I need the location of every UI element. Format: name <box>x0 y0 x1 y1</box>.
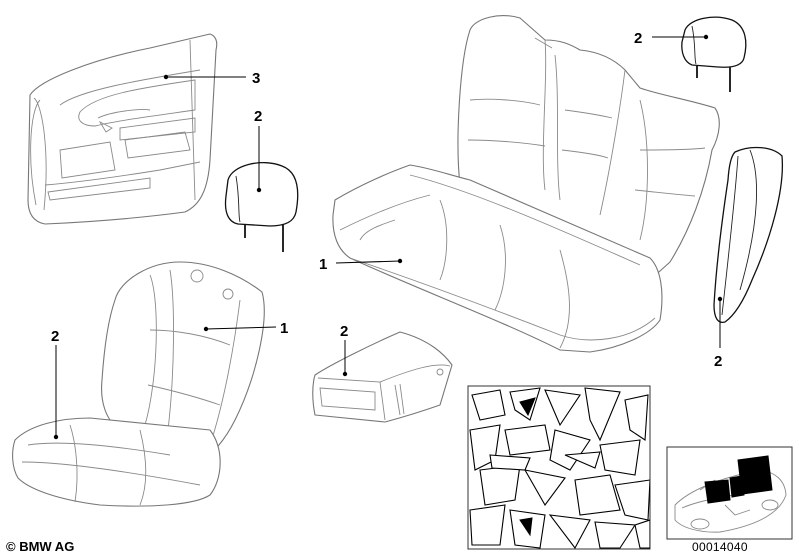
front-seat <box>12 261 265 507</box>
callout-front-seat-cushion: 2 <box>51 328 59 440</box>
armrest-box <box>312 331 453 423</box>
side-bolster <box>713 146 784 324</box>
rear-bench-seat <box>332 15 720 353</box>
callout-label: 2 <box>634 30 642 47</box>
callout-front-seat-backrest: 1 <box>203 320 288 337</box>
material-sample-box <box>467 385 651 550</box>
headrest-rear <box>681 16 747 92</box>
callout-rear-bench: 1 <box>319 256 403 273</box>
callout-headrest-rear: 2 <box>634 30 709 47</box>
callout-label: 3 <box>252 70 260 87</box>
callout-label: 2 <box>51 328 59 345</box>
callout-label: 1 <box>280 320 288 337</box>
callout-side-bolster: 2 <box>714 296 722 370</box>
copyright-notice: © BMW AG <box>6 539 75 554</box>
callout-label: 2 <box>254 108 262 125</box>
callout-label: 2 <box>340 323 348 340</box>
headrest-front <box>224 162 299 252</box>
callout-armrest-box: 2 <box>340 323 348 377</box>
callout-label: 1 <box>319 256 327 273</box>
door-trim-panel <box>27 33 218 225</box>
vehicle-location-thumbnail <box>666 446 793 540</box>
callout-door-panel: 3 <box>163 70 260 87</box>
drawing-number: 00014040 <box>692 540 748 554</box>
callout-headrest-front: 2 <box>254 108 262 193</box>
callout-label: 2 <box>714 353 722 370</box>
